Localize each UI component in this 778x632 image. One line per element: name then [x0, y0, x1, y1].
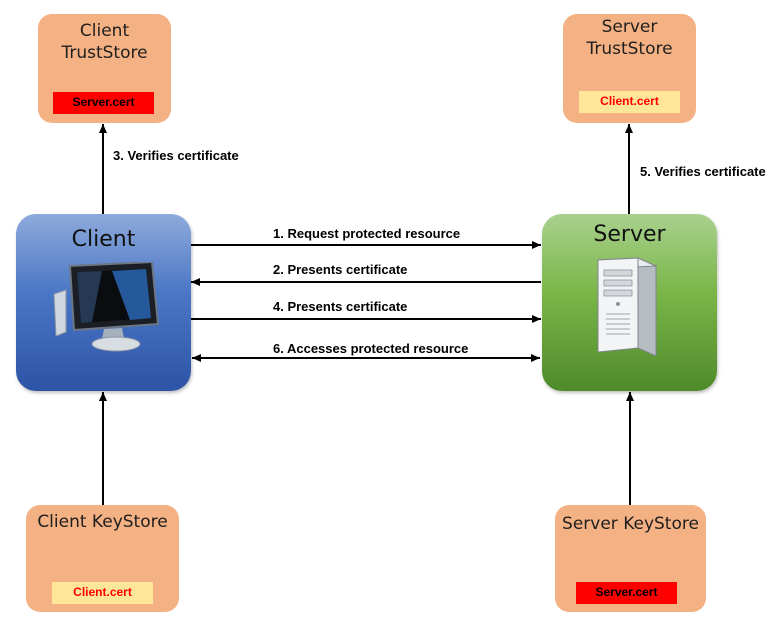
step-5-label: 5. Verifies certificate [640, 164, 766, 179]
client-keystore-box: Client KeyStore Client.cert [26, 505, 179, 612]
client-title: Client [71, 227, 136, 252]
server-node: Server [542, 214, 717, 391]
server-tower-icon [597, 257, 657, 357]
server-truststore-cert: Client.cert [579, 91, 680, 113]
client-keystore-title: Client KeyStore [37, 512, 168, 532]
client-truststore-box: Client TrustStore Server.cert [38, 14, 171, 123]
step-1-label: 1. Request protected resource [273, 226, 461, 241]
computer-monitor-icon [53, 262, 160, 352]
client-truststore-title-line2: TrustStore [61, 43, 148, 63]
server-keystore-cert: Server.cert [576, 582, 677, 604]
client-truststore-cert: Server.cert [53, 92, 154, 114]
client-node: Client [16, 214, 191, 391]
server-truststore-title-line1: Server [601, 17, 658, 37]
step-2-label: 2. Presents certificate [273, 262, 408, 277]
step-4-label: 4. Presents certificate [273, 299, 408, 314]
step-6-label: 6. Accesses protected resource [273, 341, 469, 356]
server-truststore-title-line2: TrustStore [586, 39, 673, 59]
server-keystore-box: Server KeyStore Server.cert [555, 505, 706, 612]
server-title: Server [593, 222, 666, 247]
server-keystore-title: Server KeyStore [562, 514, 699, 534]
step-3-label: 3. Verifies certificate [113, 148, 239, 163]
client-truststore-title-line1: Client [79, 21, 130, 41]
client-keystore-cert: Client.cert [52, 582, 153, 604]
server-truststore-box: Server TrustStore Client.cert [563, 14, 696, 123]
